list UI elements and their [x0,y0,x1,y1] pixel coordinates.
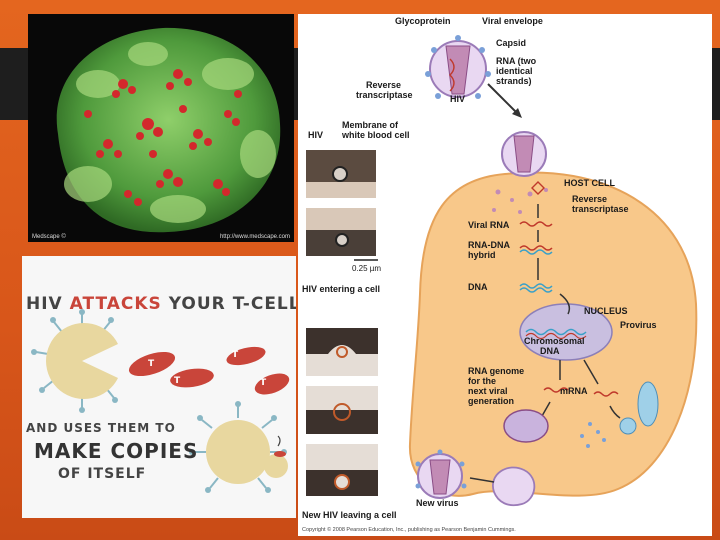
label-chromosomal-1: Chromosomal [524,336,585,346]
hiv-lifecycle-diagram: Glycoprotein Viral envelope Capsid RNA (… [298,14,712,536]
virus-small-icon [264,435,288,478]
label-viral-envelope: Viral envelope [482,16,543,26]
label-rna-strands: strands) [496,76,532,86]
t-cell-label-1: T [148,359,156,369]
protein-cluster-icon [619,381,659,435]
label-rna-genome-4: generation [468,396,515,406]
new-virus-icon [415,449,467,499]
photo-credit-left: Medscape © [32,234,66,240]
label-new-virus: New virus [416,498,459,508]
label-rna-genome-3: next viral [468,386,508,396]
label-glycoprotein: Glycoprotein [395,16,451,26]
t-cell-label-2: T [174,376,182,386]
t-cell-3 [226,346,266,366]
viral-rna-strand [519,221,553,227]
label-viral-rna: Viral RNA [468,220,510,230]
cartoon-headline: HIV ATTACKS YOUR T-CELLS [26,294,296,314]
micrograph-entering-2 [306,208,376,256]
fusing-virion-icon [501,131,547,177]
micrograph-leaving-2 [306,386,378,434]
cartoon-illustration [31,309,290,493]
label-capsid: Capsid [496,38,527,48]
cartoon-line-uses: AND USES THEM TO [26,421,176,435]
budding-virion-icon [492,466,536,507]
headline-your-t-cells: YOUR T-CELLS [168,294,296,314]
label-rna-genome-1: RNA genome [468,366,525,376]
label-rna-identical: identical [496,66,533,76]
label-rna-dna-1: RNA-DNA [468,240,510,250]
label-hiv-top: HIV [450,94,466,104]
label-provirus: Provirus [620,320,657,330]
label-rt-1: Reverse [572,194,608,204]
t-cell-1 [128,351,176,377]
t-cell-2 [170,368,214,388]
micrograph-image [28,14,294,242]
label-nucleus: NUCLEUS [584,306,628,316]
photo-credit-right: http://www.medscape.com [219,234,290,240]
t-cell-label-3: T [232,350,240,360]
label-reverse-top: Reverse [366,80,402,90]
label-membrane-1: Membrane of [342,120,399,130]
t-cell-group [128,346,290,395]
headline-hiv: HIV [26,294,63,314]
label-host-cell: HOST CELL [564,178,615,188]
micrograph-entering-1 [306,150,376,198]
diagram-copyright: Copyright © 2008 Pearson Education, Inc.… [302,527,516,533]
micrograph-leaving-1 [306,328,378,376]
label-hiv-entering: HIV entering a cell [302,284,381,294]
hiv-attacks-cartoon: HIV ATTACKS YOUR T-CELLS [22,256,296,518]
cartoon-line-make-copies: MAKE COPIES [34,439,199,463]
virus-pacman-icon [31,309,118,413]
micrograph-leaving-3 [306,444,378,496]
label-rt-2: transcriptase [572,204,629,214]
label-new-hiv-leaving: New HIV leaving a cell [302,510,397,520]
assembling-virion-icon [503,409,549,443]
label-mrna: mRNA [560,386,588,396]
label-rna-genome-2: for the [468,376,496,386]
virus-large-icon [189,401,287,493]
hiv-micrograph-photo: Medscape © http://www.medscape.com [28,14,294,242]
label-hiv-photo: HIV [308,130,324,140]
label-rna-dna-2: hybrid [468,250,496,260]
label-membrane-2: white blood cell [342,130,410,140]
label-dna: DNA [468,282,488,292]
hiv-virion-icon [425,35,491,99]
headline-attacks: ATTACKS [69,294,162,314]
lifecycle-graphics [306,35,698,507]
t-cell-4 [254,373,290,395]
cartoon-line-of-itself: OF ITSELF [58,466,147,482]
t-cell-label-4: T [260,378,268,388]
label-rna-two: RNA (two [496,56,537,66]
label-transcriptase-top: transcriptase [356,90,413,100]
label-chromosomal-2: DNA [540,346,560,356]
label-scale: 0.25 µm [352,264,382,273]
